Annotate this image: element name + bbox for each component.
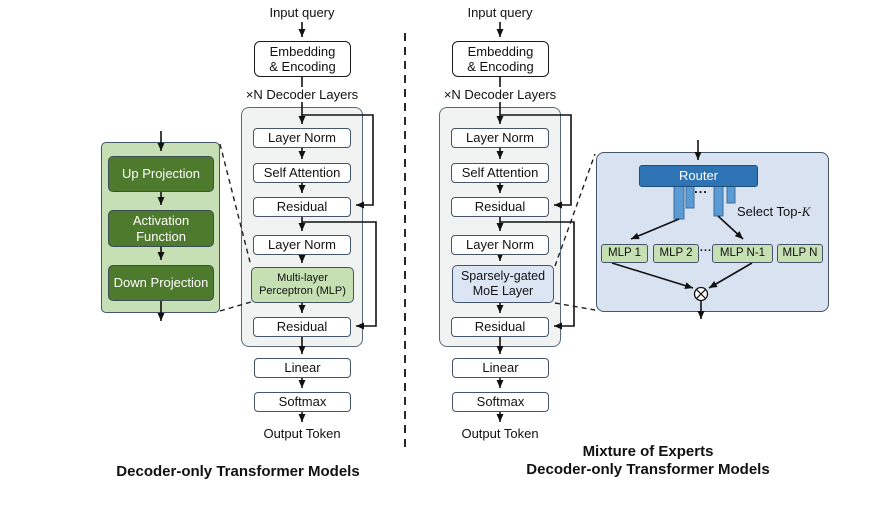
activation-function-node: Activation Function bbox=[108, 210, 214, 247]
linear-node-right: Linear bbox=[452, 358, 549, 378]
expert-mlp-1-node: MLP 1 bbox=[601, 244, 648, 263]
layer-norm-2-node-right: Layer Norm bbox=[451, 235, 549, 255]
layer-norm-1-node-left: Layer Norm bbox=[253, 128, 351, 148]
softmax-node-left: Softmax bbox=[254, 392, 351, 412]
experts-dots-label: ... bbox=[699, 242, 713, 254]
decoder-layers-label-right: ×N Decoder Layers bbox=[443, 87, 557, 102]
sparsely-gated-moe-node: Sparsely-gated MoE Layer bbox=[452, 265, 554, 303]
embedding-encoding-node-left: Embedding & Encoding bbox=[254, 41, 351, 77]
select-top-k-symbol: K bbox=[801, 204, 811, 219]
mlp-node-left: Multi-layer Perceptron (MLP) bbox=[251, 267, 354, 303]
decoder-layers-label-left: ×N Decoder Layers bbox=[245, 87, 359, 102]
input-query-label-left: Input query bbox=[269, 5, 335, 20]
router-dots-label: ... bbox=[694, 181, 708, 196]
layer-norm-2-node-left: Layer Norm bbox=[253, 235, 351, 255]
layer-norm-1-node-right: Layer Norm bbox=[451, 128, 549, 148]
linear-node-left: Linear bbox=[254, 358, 351, 378]
output-token-label-left: Output Token bbox=[263, 426, 341, 441]
expert-mlp-n-node: MLP N bbox=[777, 244, 823, 263]
input-query-label-right: Input query bbox=[467, 5, 533, 20]
moe-zoom-dashed-lines bbox=[554, 153, 596, 311]
embedding-encoding-node-right: Embedding & Encoding bbox=[452, 41, 549, 77]
residual-1-node-right: Residual bbox=[451, 197, 549, 217]
caption-left: Decoder-only Transformer Models bbox=[116, 463, 360, 480]
residual-1-node-left: Residual bbox=[253, 197, 351, 217]
down-projection-node: Down Projection bbox=[108, 265, 214, 301]
up-projection-node: Up Projection bbox=[108, 156, 214, 192]
residual-2-node-right: Residual bbox=[451, 317, 549, 337]
residual-2-node-left: Residual bbox=[253, 317, 351, 337]
caption-right-line2: Decoder-only Transformer Models bbox=[526, 461, 770, 478]
self-attention-node-right: Self Attention bbox=[451, 163, 549, 183]
expert-mlp-n1-node: MLP N-1 bbox=[712, 244, 773, 263]
caption-right-line1: Mixture of Experts bbox=[582, 443, 714, 460]
softmax-node-right: Softmax bbox=[452, 392, 549, 412]
router-node: Router bbox=[639, 165, 758, 187]
self-attention-node-left: Self Attention bbox=[253, 163, 351, 183]
select-top-k-prefix: Select Top- bbox=[737, 204, 802, 219]
select-top-k-label: Select Top-K bbox=[737, 204, 817, 220]
expert-mlp-2-node: MLP 2 bbox=[653, 244, 699, 263]
output-token-label-right: Output Token bbox=[461, 426, 539, 441]
